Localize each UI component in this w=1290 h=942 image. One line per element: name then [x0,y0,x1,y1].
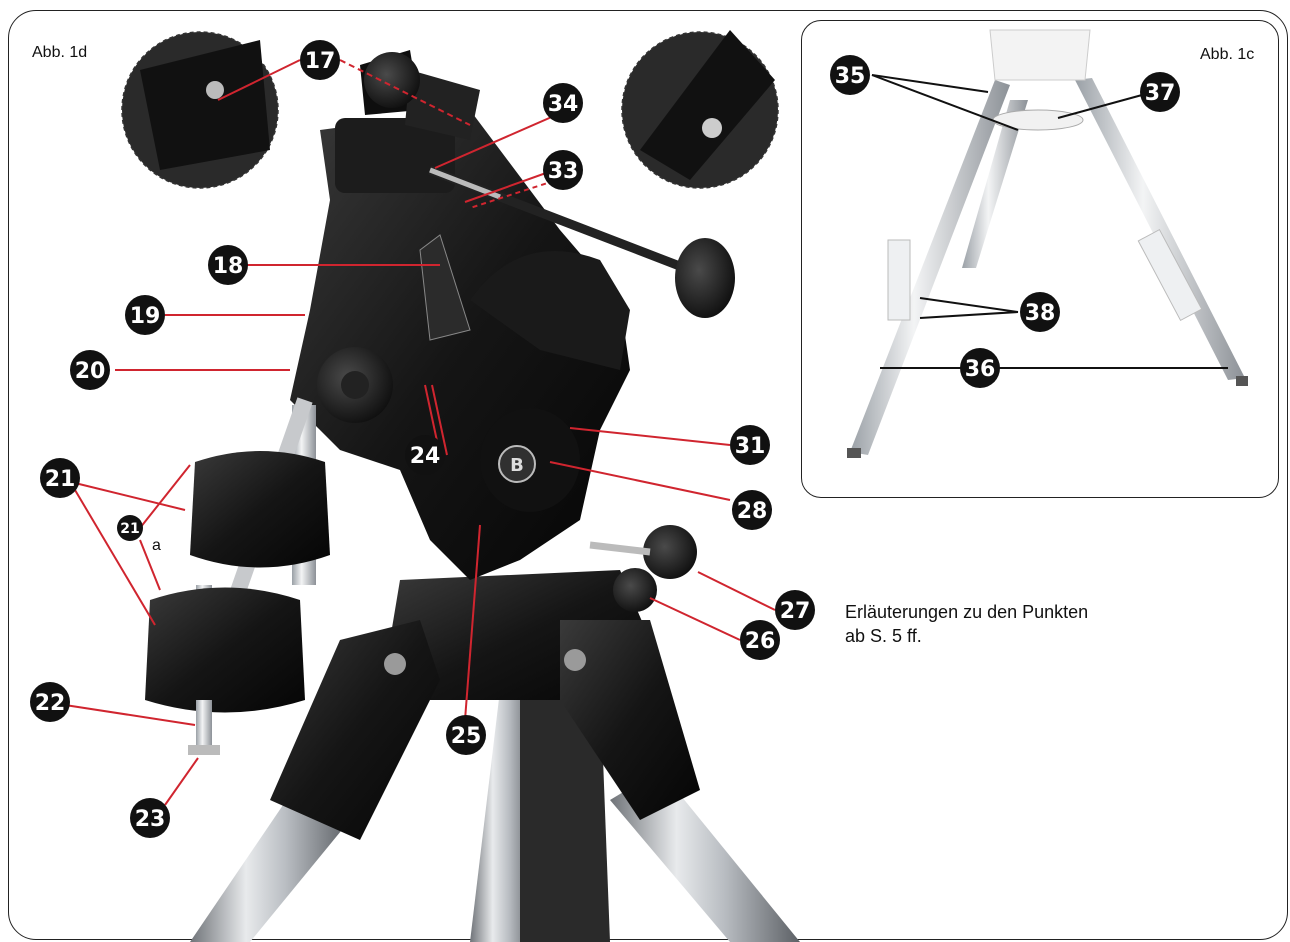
callout-badge: 25 [446,715,486,755]
svg-text:17: 17 [305,49,336,74]
svg-text:22: 22 [35,691,66,716]
svg-text:18: 18 [213,254,244,279]
svg-text:21: 21 [45,467,76,492]
figure-title-main: Abb. 1d [32,44,88,61]
svg-text:25: 25 [451,724,482,749]
tripod-legs [190,680,800,942]
callout-badge: 36 [960,348,1000,388]
main-frame [8,10,1288,940]
callout-badge: 37 [1140,72,1180,112]
tripod-head [270,570,700,840]
inset-leader-lines [871,74,1228,369]
knobs [317,52,697,612]
callout-badge: 21 [40,458,80,498]
callout-badge: 23 [130,798,170,838]
explanation-note: Erläuterungen zu den Punkten ab S. 5 ff. [845,600,1088,648]
svg-text:28: 28 [737,499,768,524]
svg-text:31: 31 [735,434,766,459]
callout-badge: 35 [830,55,870,95]
note-line-1: Erläuterungen zu den Punkten [845,602,1089,622]
callout-badge: 33 [543,150,583,190]
callout-badge: 38 [1020,292,1060,332]
callout-badge: 34 [543,83,583,123]
svg-text:38: 38 [1025,301,1056,326]
counterweights [145,397,330,755]
svg-text:33: 33 [548,159,579,184]
callout-badge: 27 [775,590,815,630]
callout-badge: 22 [30,682,70,722]
svg-text:21: 21 [120,521,139,537]
slow-motion-cable [428,165,735,318]
figure-title-inset: Abb. 1c [1200,46,1255,63]
callout-badge: 28 [732,490,772,530]
svg-text:36: 36 [965,357,996,382]
svg-text:24: 24 [410,444,441,469]
inset-tripod [847,29,1248,458]
detail-circle-left [121,31,279,189]
callout-badge: 24 [405,435,445,475]
svg-text:35: 35 [835,64,866,89]
svg-text:27: 27 [780,599,811,624]
callout-badge: 21 [117,515,143,541]
callout-badge: 18 [208,245,248,285]
leader-lines [64,59,776,806]
callout-badge: 26 [740,620,780,660]
badge-suffix: a [152,537,161,554]
callout-badge: 19 [125,295,165,335]
note-line-2: ab S. 5 ff. [845,626,922,646]
svg-text:19: 19 [130,304,161,329]
detail-circle-right [621,30,779,189]
svg-text:20: 20 [75,359,106,384]
svg-text:37: 37 [1145,81,1176,106]
svg-text:26: 26 [745,629,776,654]
callout-badge: 20 [70,350,110,390]
svg-text:23: 23 [135,807,166,832]
callout-badge: 31 [730,425,770,465]
svg-text:34: 34 [548,92,579,117]
svg-text:B: B [510,455,524,476]
mount-body: B [290,50,630,580]
callout-badge: 17 [300,40,340,80]
